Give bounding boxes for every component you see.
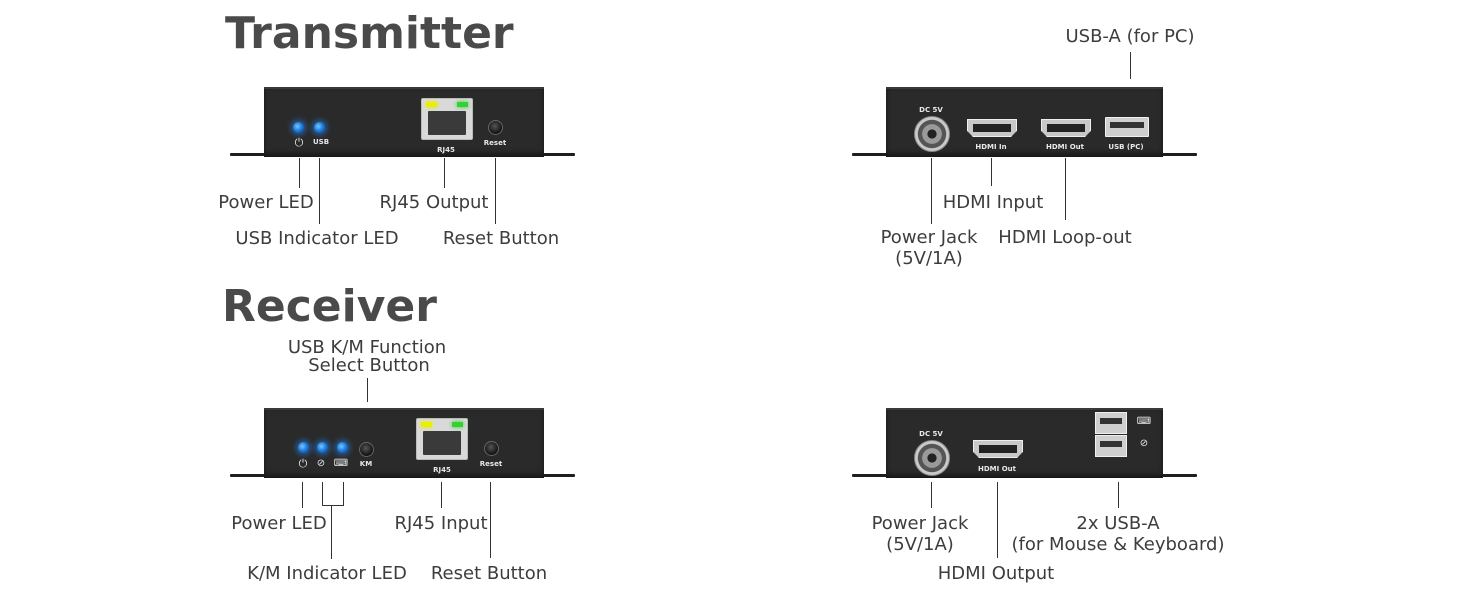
rj45-port-label: RJ45: [437, 146, 455, 154]
rj45-output-port[interactable]: [421, 98, 473, 140]
receiver-title: Receiver: [222, 281, 437, 332]
transmitter-title: Transmitter: [225, 8, 514, 59]
callout-rj45-input: RJ45 Input: [394, 513, 488, 534]
hdmi-out-port[interactable]: [973, 440, 1023, 458]
km-select-button[interactable]: [359, 442, 374, 457]
leader-line: [343, 482, 344, 506]
leader-bracket: [322, 505, 344, 506]
hdmi-out-label: HDMI Out: [1046, 143, 1084, 151]
callout-rj45-output: RJ45 Output: [379, 192, 489, 213]
callout-reset-button: Reset Button: [430, 563, 548, 584]
callout-power-led: Power LED: [218, 192, 314, 213]
power-led: [298, 442, 309, 453]
km-label: KM: [359, 460, 373, 468]
callout-km-button-line2: Select Button: [308, 355, 430, 376]
leader-line: [495, 158, 496, 224]
rj45-port-label: RJ45: [433, 466, 451, 474]
leader-line: [367, 378, 368, 402]
leader-line: [441, 482, 442, 508]
callout-km-button: USB K/M Function: [287, 337, 447, 358]
leader-line: [322, 482, 323, 506]
leader-line: [302, 482, 303, 508]
callout-power-jack: Power Jack: [880, 227, 978, 248]
reset-button[interactable]: [484, 441, 499, 456]
usb-pc-label: USB (PC): [1108, 143, 1144, 151]
keyboard-icon: ⌨: [1136, 416, 1152, 427]
power-led: [293, 122, 304, 133]
hdmi-in-label: HDMI In: [975, 143, 1007, 151]
callout-usb-a: 2x USB-A: [1076, 513, 1160, 534]
leader-line: [1130, 52, 1131, 79]
reset-button[interactable]: [488, 120, 503, 135]
callout-km-led: K/M Indicator LED: [247, 563, 407, 584]
mouse-icon: ⊘: [316, 458, 326, 469]
callout-hdmi-output: HDMI Output: [937, 563, 1055, 584]
dc-power-jack[interactable]: [914, 440, 950, 476]
leader-line: [1118, 482, 1119, 508]
callout-hdmi-input: HDMI Input: [942, 192, 1044, 213]
usb-port-label: USB: [312, 138, 330, 146]
leader-line: [991, 158, 992, 186]
hdmi-in-port[interactable]: [967, 119, 1017, 137]
leader-line: [319, 158, 320, 224]
leader-line: [444, 158, 445, 188]
mouse-icon: ⊘: [1139, 438, 1149, 449]
dc-label: DC 5V: [919, 106, 943, 114]
leader-line: [997, 482, 998, 558]
callout-usb-led: USB Indicator LED: [235, 228, 399, 249]
callout-reset-button: Reset Button: [442, 228, 560, 249]
callout-power-led: Power LED: [231, 513, 327, 534]
reset-port-label: Reset: [479, 460, 503, 468]
callout-power-jack-spec: (5V/1A): [895, 248, 963, 269]
keyboard-icon: ⌨: [333, 458, 349, 469]
hdmi-out-port[interactable]: [1041, 119, 1091, 137]
power-icon: ⏻: [298, 458, 308, 470]
callout-usb-a-pc: USB-A (for PC): [1065, 26, 1195, 47]
rj45-input-port[interactable]: [416, 418, 468, 460]
usb-a-pc-port[interactable]: [1105, 117, 1149, 137]
dc-label: DC 5V: [919, 430, 943, 438]
usb-a-keyboard-port[interactable]: [1095, 412, 1127, 434]
leader-line: [1065, 158, 1066, 220]
leader-line: [299, 158, 300, 188]
usb-a-mouse-port[interactable]: [1095, 435, 1127, 457]
callout-power-jack: Power Jack: [871, 513, 969, 534]
callout-hdmi-loop-out: HDMI Loop-out: [998, 227, 1132, 248]
leader-line: [931, 482, 932, 508]
power-icon: ⏻: [294, 137, 304, 149]
dc-power-jack[interactable]: [914, 116, 950, 152]
leader-line: [931, 158, 932, 224]
km-led-mouse: [317, 442, 328, 453]
callout-power-jack-spec: (5V/1A): [886, 534, 954, 555]
leader-line: [490, 482, 491, 558]
leader-line: [331, 505, 332, 559]
km-led-keyboard: [337, 442, 348, 453]
hdmi-out-label: HDMI Out: [978, 465, 1016, 473]
reset-port-label: Reset: [483, 139, 507, 147]
callout-usb-a-purpose: (for Mouse & Keyboard): [1011, 534, 1225, 555]
usb-led: [314, 122, 325, 133]
